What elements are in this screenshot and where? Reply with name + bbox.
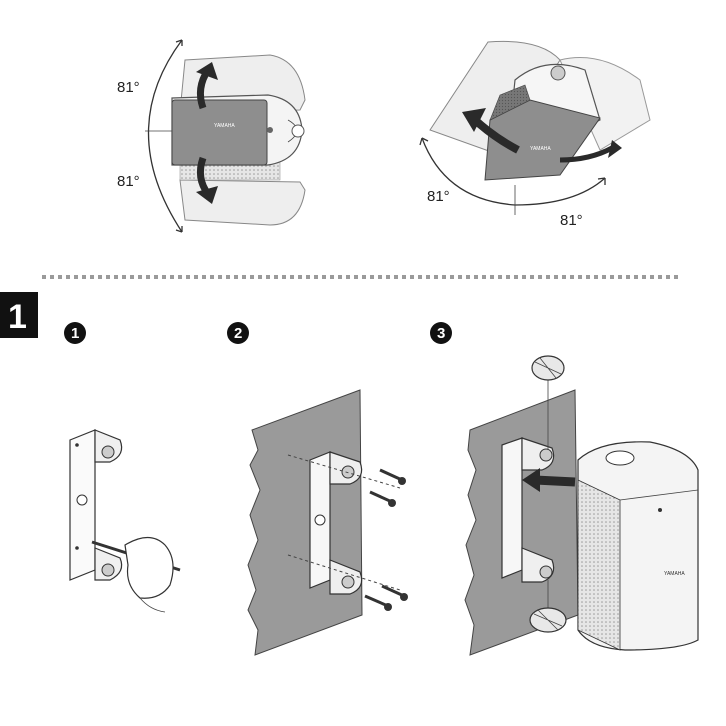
step-2-number: 2 xyxy=(234,325,242,342)
step-badge-3: 3 xyxy=(430,322,452,344)
speaker-cabinet: YAMAHA xyxy=(577,441,699,651)
step-1-number: 1 xyxy=(71,325,79,342)
step-2-illustration xyxy=(247,389,408,656)
screw-top-1 xyxy=(379,468,406,485)
step-3-illustration: YAMAHA xyxy=(464,355,699,656)
angle-label-right: 81° xyxy=(560,212,583,229)
angle-label-up: 81° xyxy=(117,79,140,96)
brand-logo: YAMAHA xyxy=(664,571,685,577)
step-1-illustration xyxy=(69,429,181,613)
swivel-top-view: YAMAHA 81° 81° xyxy=(117,39,306,233)
angle-label-left: 81° xyxy=(427,188,450,205)
screw-bottom-2 xyxy=(364,594,392,611)
step-3-number: 3 xyxy=(437,325,445,342)
angle-label-down: 81° xyxy=(117,173,140,190)
screw-top-2 xyxy=(369,490,396,507)
svg-text:YAMAHA: YAMAHA xyxy=(530,146,551,152)
top-mounting-knob xyxy=(531,355,565,381)
section-number-badge: 1 xyxy=(0,292,38,338)
section-number: 1 xyxy=(8,298,27,336)
step-badge-2: 2 xyxy=(227,322,249,344)
bottom-mounting-knob xyxy=(529,607,567,633)
swivel-angled-view: YAMAHA 81° 81° xyxy=(419,40,651,229)
step-badge-1: 1 xyxy=(64,322,86,344)
svg-text:YAMAHA: YAMAHA xyxy=(214,123,235,129)
screw-bottom-1 xyxy=(381,584,408,601)
